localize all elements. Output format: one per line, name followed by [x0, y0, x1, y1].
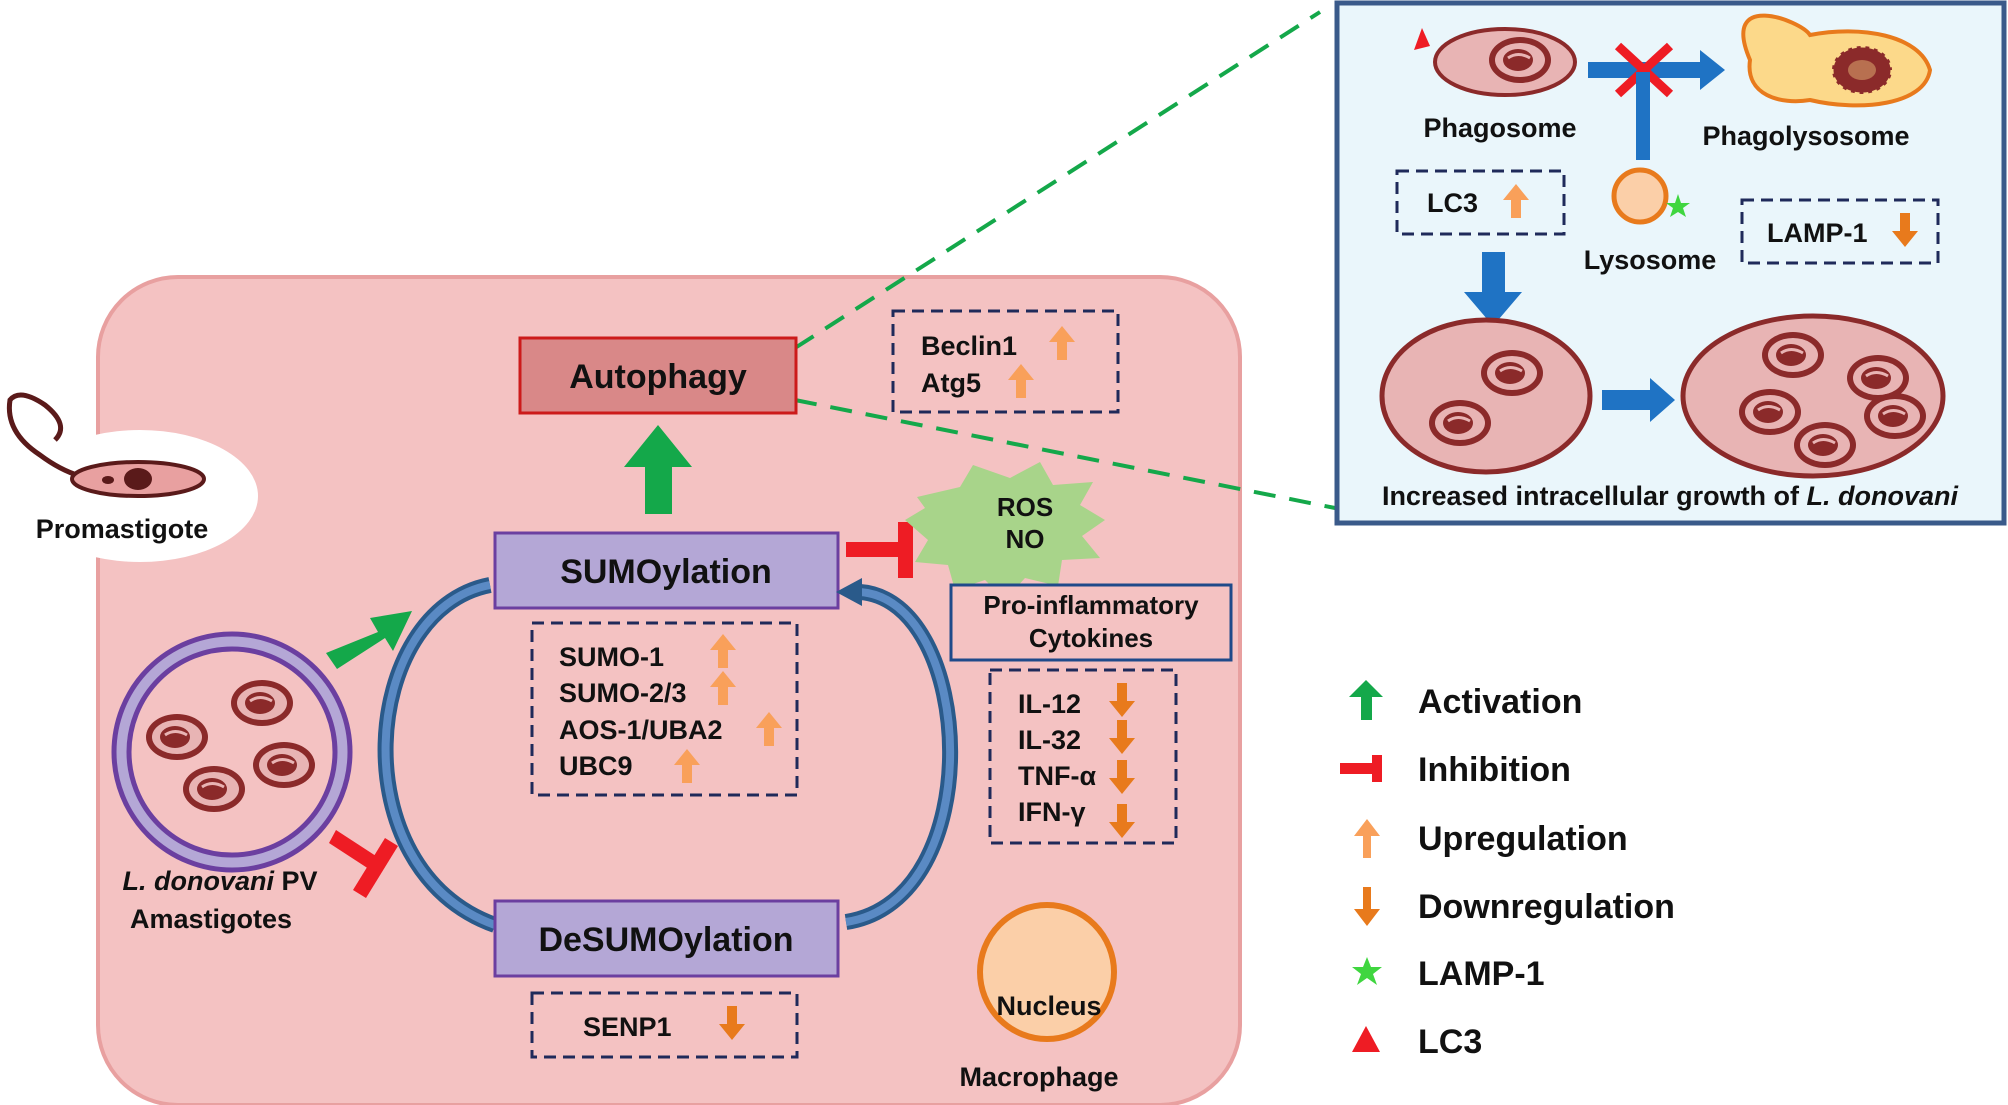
desumoylation-label: DeSUMOylation [538, 921, 793, 959]
activation-arrow-icon [326, 611, 412, 669]
lamp1-star-icon [1666, 194, 1690, 217]
autophagy-markers-box [891, 309, 1120, 414]
macrophage-label: Macrophage [959, 1062, 1118, 1092]
cytokines-box [988, 668, 1178, 845]
legend-activation-icon [1349, 680, 1383, 720]
blocked-fusion-arrow [1588, 50, 1725, 90]
lamp1-marker: LAMP-1 [1767, 218, 1868, 248]
inhibition-icon [846, 522, 913, 578]
legend-inhibition-label: Inhibition [1418, 751, 1571, 789]
sumoylation-label: SUMOylation [560, 553, 772, 591]
cytokine-tnfa: TNF-α [1018, 761, 1096, 791]
marker-aos1: AOS-1/UBA2 [559, 715, 723, 745]
legend-inhibition-icon [1340, 755, 1382, 782]
phagolysosome-label: Phagolysosome [1702, 121, 1909, 151]
proinflammatory-line1: Pro-inflammatory [983, 590, 1199, 620]
promastigote-label: Promastigote [36, 514, 209, 544]
senp1-box [530, 991, 799, 1059]
growth-caption: Increased intracellular growth of L. don… [1382, 481, 1959, 511]
lysosome-label: Lysosome [1584, 245, 1717, 275]
legend-lc3-triangle-icon [1352, 1026, 1380, 1052]
pv-label-line2: Amastigotes [130, 904, 292, 934]
progression-arrow-down [1464, 252, 1522, 326]
legend: Activation Inhibition Upregulation Downr… [1340, 680, 1675, 1061]
pv-label-line1: L. donovani PV [122, 866, 317, 896]
legend-downregulation-label: Downregulation [1418, 888, 1675, 926]
marker-ubc9: UBC9 [559, 751, 633, 781]
progression-arrow-right [1602, 378, 1675, 422]
promastigote [6, 392, 258, 562]
marker-sumo23: SUMO-2/3 [559, 678, 687, 708]
ros-burst [905, 462, 1105, 600]
lysosome [1611, 167, 1669, 225]
lc3-triangle-icon [1414, 28, 1430, 50]
marker-sumo1: SUMO-1 [559, 642, 664, 672]
zoom-line-bottom [794, 398, 1336, 510]
legend-upregulation-icon [1354, 819, 1380, 858]
marker-beclin1: Beclin1 [921, 331, 1017, 361]
legend-lamp1-star-icon [1352, 957, 1382, 985]
macrophage-cell [96, 275, 1242, 1105]
proinflammatory-line2: Cytokines [1029, 623, 1153, 653]
phagosome-label: Phagosome [1423, 113, 1576, 143]
cytokine-il32: IL-32 [1018, 725, 1081, 755]
nucleus-label: Nucleus [996, 991, 1101, 1021]
autophagy-box [518, 336, 798, 415]
large-vacuole [1680, 313, 1946, 479]
cytokine-ifng: IFN-γ [1018, 797, 1086, 827]
legend-lamp1-label: LAMP-1 [1418, 955, 1545, 993]
sumoylation-box [493, 531, 840, 610]
legend-upregulation-label: Upregulation [1418, 820, 1628, 858]
small-vacuole [1379, 317, 1593, 475]
no-label: NO [1006, 524, 1045, 554]
autophagy-label: Autophagy [569, 358, 747, 396]
zoom-line-top [793, 10, 1322, 350]
lysosome-fusion-bar [1636, 72, 1650, 160]
legend-downregulation-icon [1354, 887, 1380, 926]
proinflammatory-box [949, 583, 1233, 662]
activation-arrow-icon [624, 425, 692, 514]
lc3-marker: LC3 [1427, 188, 1478, 218]
block-x-icon [1614, 42, 1674, 98]
legend-lc3-label: LC3 [1418, 1023, 1482, 1061]
phagolysosome [1741, 13, 1933, 108]
lamp1-box [1740, 198, 1940, 265]
ros-label: ROS [997, 492, 1053, 522]
inhibition-icon [329, 830, 398, 898]
cytokine-il12: IL-12 [1018, 689, 1081, 719]
parasitophorous-vacuole [111, 631, 353, 873]
phagosome [1414, 27, 1577, 97]
legend-activation-label: Activation [1418, 683, 1582, 721]
desumoylation-box [493, 899, 840, 978]
marker-senp1: SENP1 [583, 1012, 672, 1042]
lc3-box [1395, 169, 1566, 236]
sumo-markers-box [530, 621, 799, 797]
marker-atg5: Atg5 [921, 368, 981, 398]
nucleus [977, 902, 1117, 1042]
